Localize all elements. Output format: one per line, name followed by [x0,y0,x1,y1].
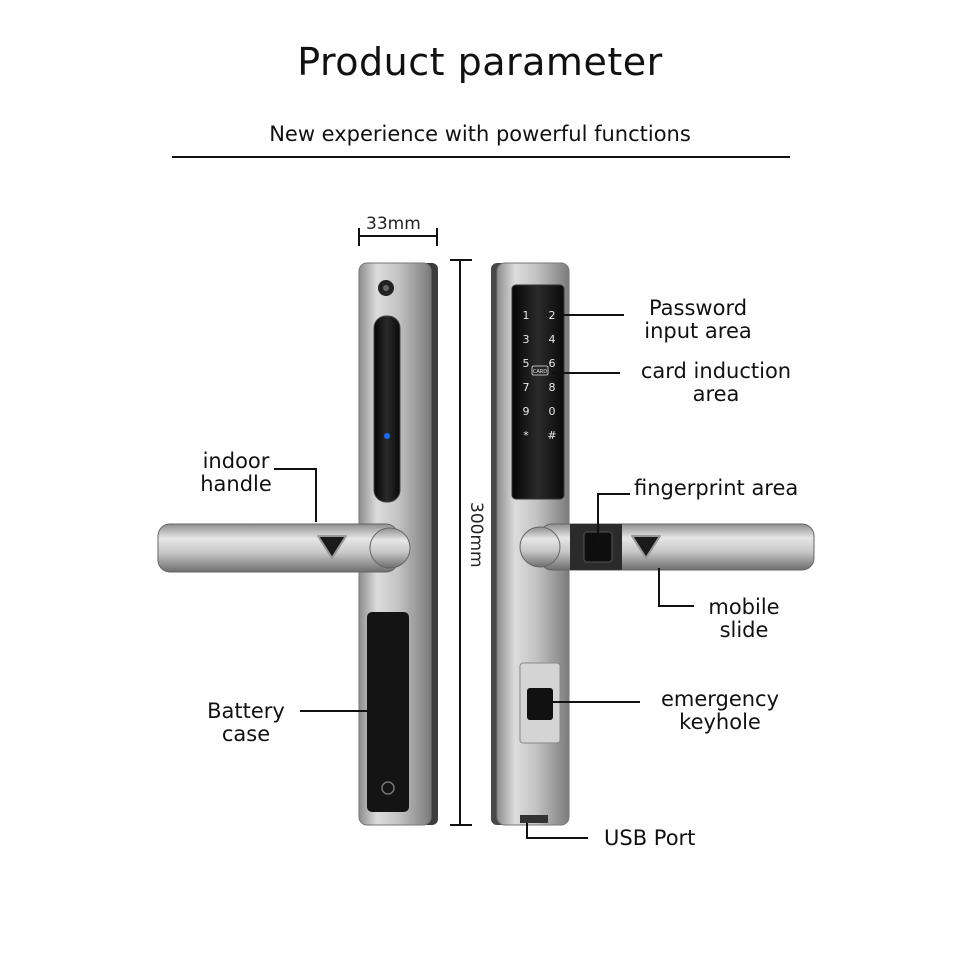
outdoor-handle [519,523,815,571]
keypad-key[interactable]: 9 [523,405,530,418]
width-dimension-label: 33mm [366,214,421,234]
battery-cover [367,612,409,812]
height-dimension-label: 300mm [466,502,486,568]
indoor-display-window [373,315,401,503]
keypad-key[interactable]: 7 [523,381,530,394]
width-dimension [358,228,438,246]
usb-port-label: USB Port [604,826,696,850]
keypad-key[interactable]: 5 [523,357,530,370]
keypad-key[interactable]: * [523,429,529,442]
height-dimension [450,259,472,826]
leader-mobile-slide [658,568,694,607]
keypad-key[interactable]: 0 [549,405,556,418]
leader-usb-port [526,823,588,839]
keyhole-icon [527,688,553,720]
usb-port [520,815,548,823]
keypad-key[interactable]: 2 [549,309,556,322]
page-subtitle: New experience with powerful functions [269,122,691,146]
keypad-key[interactable]: # [547,429,556,442]
card-mark-label: CARD [533,369,547,375]
mobile-slide-icon [631,535,661,559]
leader-indoor-handle [274,468,317,522]
keypad-key[interactable]: 4 [549,333,556,346]
outdoor-panel: 1 2 3 4 5 6 7 8 9 0 * # CARD [491,262,570,826]
indoor-handle [157,523,411,573]
keypad-key[interactable]: 3 [523,333,530,346]
card-icon [531,365,549,376]
password-input-label: Password input area [644,296,752,343]
indoor-handle-label: indoor handle [200,449,272,496]
page-title: Product parameter [297,40,663,84]
keypad-key[interactable]: 8 [549,381,556,394]
keypad-key[interactable]: 6 [549,357,556,370]
indoor-handle-release-icon [317,535,347,559]
callout-leaders [274,314,694,839]
battery-release-icon [381,781,395,795]
mobile-slide-label: mobile slide [708,595,780,642]
keypad: 1 2 3 4 5 6 7 8 9 0 * # CARD [523,309,557,442]
indicator-led [384,433,390,439]
keypad-glass [511,284,565,500]
fingerprint-area-label: fingerprint area [634,476,799,500]
emergency-keyhole-label: emergency keyhole [660,687,780,734]
battery-case-label: Battery case [207,699,285,746]
keypad-key[interactable]: 1 [523,309,530,322]
title-divider [172,156,790,158]
card-induction-label: card induction area [640,359,792,406]
leader-fingerprint [597,493,630,540]
